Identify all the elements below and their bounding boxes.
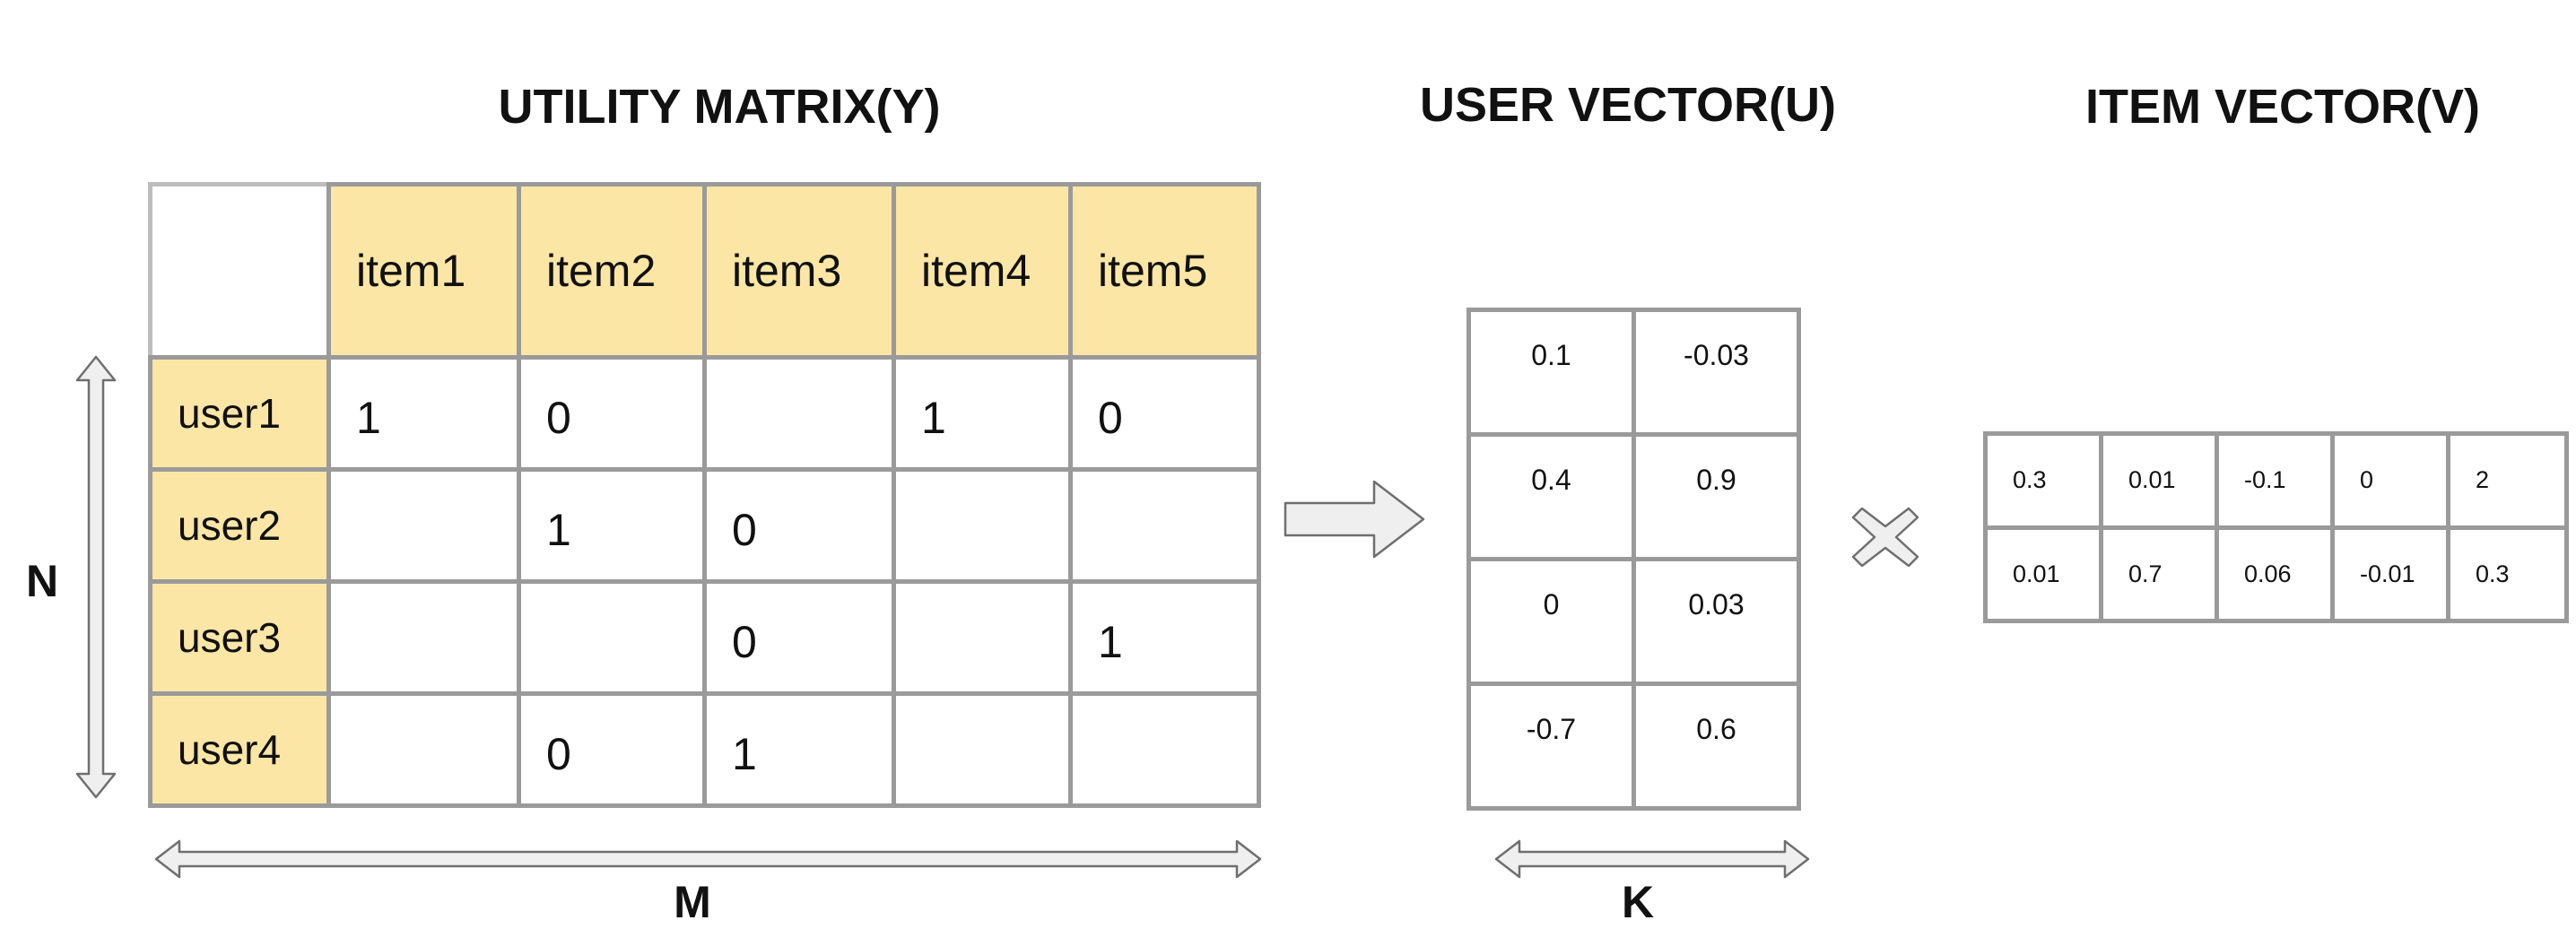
item-vector-cell: 0.3 [1983,431,2103,530]
user-vector-cell: -0.7 [1466,682,1636,811]
item-vector-table: 0.3 0.01 -0.1 0 2 0.01 0.7 0.06 -0.01 0.… [1983,431,2569,623]
k-dimension-arrow-icon [1494,839,1810,879]
m-label: M [674,877,711,927]
rating-cell [892,467,1073,584]
m-dimension-arrow-icon [154,839,1262,879]
corner-cell [148,182,331,360]
item-vector-cell: -0.01 [2330,525,2450,623]
rating-cell [702,355,896,472]
rating-cell: 0 [702,579,896,696]
rating-cell [1068,467,1261,584]
k-label: K [1621,877,1655,927]
item-vector-cell: 2 [2446,431,2569,530]
utility-matrix-table: item1 item2 item3 item4 item5 user1 1 0 … [148,182,1261,808]
item-vector-cell: -0.1 [2215,431,2335,530]
user-row: user1 1 0 1 0 [148,355,1261,472]
item-header: item5 [1068,182,1261,360]
item-header: item1 [326,182,521,360]
user-row: user4 0 1 [148,691,1261,808]
rating-cell [892,579,1073,696]
rating-cell: 0 [702,467,896,584]
user-vector-cell: 0.1 [1466,308,1636,437]
item-vector-row: 0.01 0.7 0.06 -0.01 0.3 [1983,525,2569,623]
user-vector-cell: 0.03 [1632,557,1801,686]
rating-cell: 1 [326,355,521,472]
rating-cell [517,579,707,696]
rating-cell [1068,691,1261,808]
rating-cell [326,579,521,696]
user-vector-cell: 0.9 [1632,432,1801,561]
right-arrow-icon [1284,480,1425,559]
item-vector-row: 0.3 0.01 -0.1 0 2 [1983,431,2569,530]
user-vector-cell: 0 [1466,557,1636,686]
item-header: item3 [702,182,896,360]
user-header: user1 [148,355,331,472]
n-dimension-arrow-icon [75,355,117,799]
rating-cell: 1 [702,691,896,808]
rating-cell [326,691,521,808]
item-vector-cell: 0.3 [2446,525,2569,623]
rating-cell [326,467,521,584]
item-vector-cell: 0.01 [1983,525,2103,623]
item-vector-cell: 0.06 [2215,525,2335,623]
user-vector-cell: -0.03 [1632,308,1801,437]
item-header-row: item1 item2 item3 item4 item5 [148,182,1261,360]
rating-cell: 1 [1068,579,1261,696]
rating-cell: 0 [517,355,707,472]
rating-cell: 1 [892,355,1073,472]
user-header: user3 [148,579,331,696]
user-header: user4 [148,691,331,808]
rating-cell: 0 [1068,355,1261,472]
user-vector-row: 0.1 -0.03 [1466,308,1801,437]
user-vector-cell: 0.6 [1632,682,1801,811]
item-vector-title: ITEM VECTOR(V) [2084,80,2481,134]
user-vector-row: 0.4 0.9 [1466,432,1801,561]
rating-cell: 0 [517,691,707,808]
user-header: user2 [148,467,331,584]
rating-cell: 1 [517,467,707,584]
item-vector-cell: 0 [2330,431,2450,530]
user-vector-row: 0 0.03 [1466,557,1801,686]
user-vector-title: USER VECTOR(U) [1419,78,1837,132]
user-row: user3 0 1 [148,579,1261,696]
user-vector-table: 0.1 -0.03 0.4 0.9 0 0.03 -0.7 0.6 [1466,308,1801,811]
utility-matrix-title: UTILITY MATRIX(Y) [498,80,941,134]
item-header: item2 [517,182,707,360]
item-vector-cell: 0.7 [2099,525,2219,623]
item-header: item4 [892,182,1073,360]
user-row: user2 1 0 [148,467,1261,584]
item-vector-cell: 0.01 [2099,431,2219,530]
user-vector-row: -0.7 0.6 [1466,682,1801,811]
multiply-icon [1851,507,1919,568]
rating-cell [892,691,1073,808]
n-label: N [25,556,59,606]
user-vector-cell: 0.4 [1466,432,1636,561]
